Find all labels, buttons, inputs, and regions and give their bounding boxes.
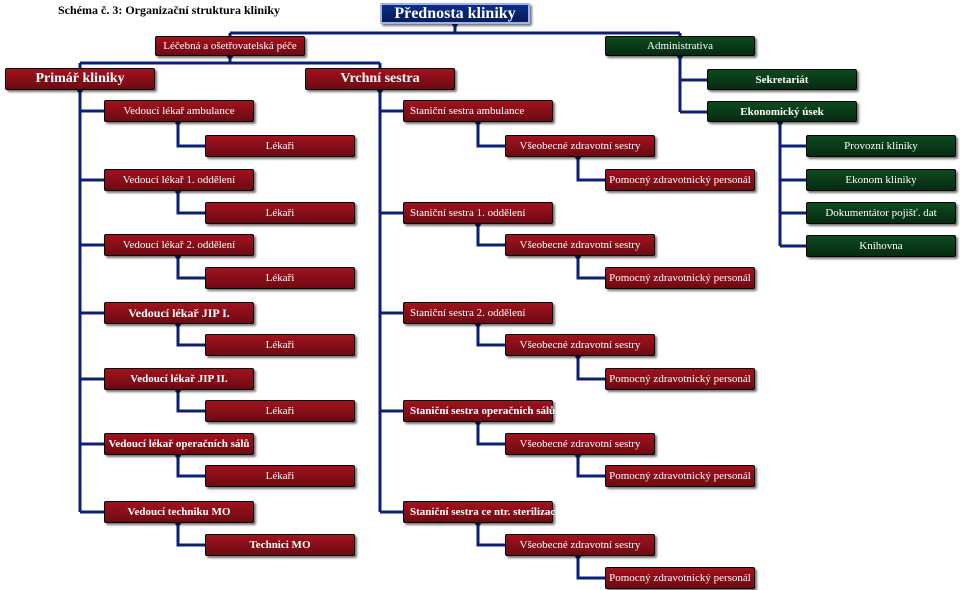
node-stanicni-sestra-odd1: Staniční sestra 1. oddělení xyxy=(403,202,553,224)
node-vedouci-lekar-operacni: Vedoucí lékař operačních sálů xyxy=(104,433,254,455)
node-lekari-operacni: Lékaři xyxy=(205,465,355,487)
diagram-title: Schéma č. 3: Organizační struktura klini… xyxy=(58,3,281,17)
node-lekari-jip2: Lékaři xyxy=(205,400,355,422)
node-vseobecne-sestry-odd2: Všeobecné zdravotní sestry xyxy=(505,334,655,356)
node-stanicni-sestra-odd2: Staniční sestra 2. oddělení xyxy=(403,302,553,324)
node-pomocny-personal-odd1: Pomocný zdravotnický personál xyxy=(605,267,755,289)
node-lekari-jip1: Lékaři xyxy=(205,334,355,356)
node-vedouci-technik-mo: Vedoucí techniku MO xyxy=(104,501,254,523)
node-stanicni-sestra-sterilizace: Staniční sestra ce ntr. sterilizace xyxy=(403,501,560,523)
node-technici-mo: Technici MO xyxy=(205,534,355,556)
node-primar: Primář kliniky xyxy=(5,68,155,90)
node-vseobecne-sestry-operacni: Všeobecné zdravotní sestry xyxy=(505,433,655,455)
node-sekretariat: Sekretariát xyxy=(707,69,857,90)
node-ekonomicky-usek: Ekonomický úsek xyxy=(707,101,857,122)
node-lekari-ambulance: Lékaři xyxy=(205,135,355,157)
node-pomocny-personal-ambulance: Pomocný zdravotnický personál xyxy=(605,169,755,191)
node-knihovna: Knihovna xyxy=(806,235,956,257)
node-lekari-odd1: Lékaři xyxy=(205,202,355,224)
node-ekonom: Ekonom kliniky xyxy=(806,169,956,191)
node-pomocny-personal-sterilizace: Pomocný zdravotnický personál xyxy=(605,567,755,589)
node-vseobecne-sestry-ambulance: Všeobecné zdravotní sestry xyxy=(505,135,655,157)
node-administrativa: Administrativa xyxy=(605,36,755,56)
node-stanicni-sestra-operacni: Staniční sestra operačních sálů xyxy=(403,400,555,422)
node-lecebna-pece: Léčebná a ošetřovatelská péče xyxy=(155,36,305,56)
node-provozni: Provozní kliniky xyxy=(806,135,956,157)
node-lekari-odd2: Lékaři xyxy=(205,267,355,289)
node-vseobecne-sestry-sterilizace: Všeobecné zdravotní sestry xyxy=(505,534,655,556)
node-vseobecne-sestry-odd1: Všeobecné zdravotní sestry xyxy=(505,234,655,256)
node-vedouci-lekar-ambulance: Vedoucí lékař ambulance xyxy=(104,100,254,122)
node-pomocny-personal-operacni: Pomocný zdravotnický personál xyxy=(605,465,755,487)
node-vedouci-lekar-jip2: Vedoucí lékař JIP II. xyxy=(104,368,254,390)
node-vrchni-sestra: Vrchní sestra xyxy=(305,68,455,90)
node-vedouci-lekar-jip1: Vedoucí lékař JIP I. xyxy=(104,302,254,324)
node-vedouci-lekar-odd2: Vedoucí lékař 2. oddělení xyxy=(104,234,254,256)
node-vedouci-lekar-odd1: Vedoucí lékař 1. oddělení xyxy=(104,169,254,191)
node-stanicni-sestra-ambulance: Staniční sestra ambulance xyxy=(403,100,553,122)
node-prednosta: Přednosta kliniky xyxy=(380,3,530,24)
node-dokumentator: Dokumentátor pojišť. dat xyxy=(806,202,956,224)
node-pomocny-personal-odd2: Pomocný zdravotnický personál xyxy=(605,368,755,390)
